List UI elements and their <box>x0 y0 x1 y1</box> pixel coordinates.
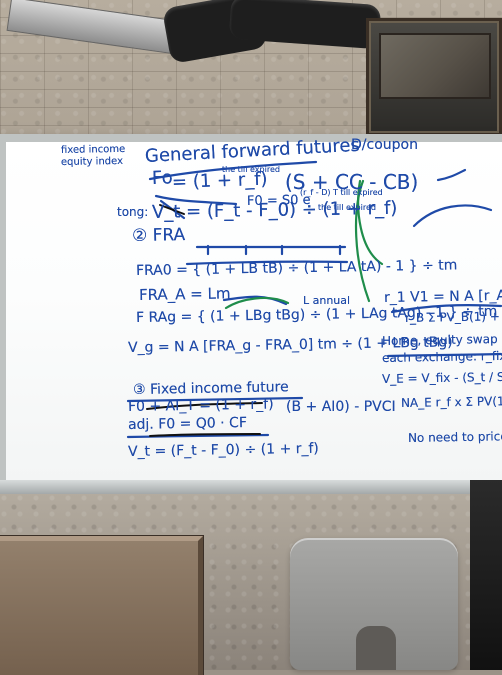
whiteboard-frame <box>0 134 502 498</box>
window-frame <box>366 18 502 136</box>
window-glass <box>379 33 491 99</box>
whiteboard <box>6 142 502 480</box>
black-chair-frame <box>470 480 502 670</box>
chair-backrest-hole <box>356 626 396 670</box>
whiteboard-tray <box>0 480 502 496</box>
wooden-desk <box>0 536 203 675</box>
